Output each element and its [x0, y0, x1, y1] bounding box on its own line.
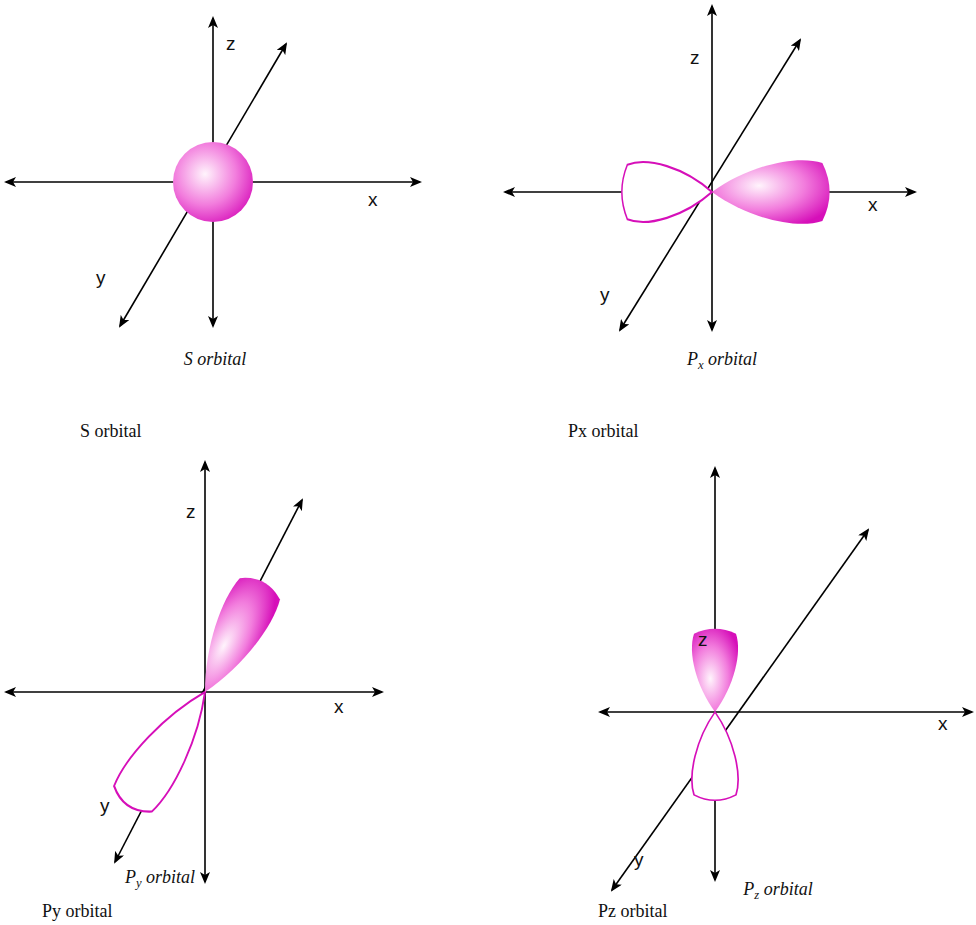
axis-label: x: [334, 697, 344, 718]
orbital-caption: S orbital: [184, 350, 247, 370]
orbital-caption: Px orbital: [687, 350, 757, 370]
axis-label: y: [600, 285, 610, 306]
axis-label: z: [698, 630, 708, 651]
axis-label: x: [868, 195, 878, 216]
axis-label: z: [226, 34, 236, 55]
orbital-caption: S orbital: [80, 422, 142, 442]
orbital-caption: Pz orbital: [743, 880, 812, 900]
axis-label: z: [186, 502, 196, 523]
axis-label: y: [634, 850, 644, 871]
axes: [6, 6, 972, 890]
orbital-caption: Pz orbital: [598, 902, 668, 922]
orbital-lobe: [108, 678, 226, 820]
axis-label: x: [368, 190, 378, 211]
orbital-lobe: [692, 712, 738, 800]
orbital-lobe: [183, 570, 286, 703]
orbital-caption: Py orbital: [42, 902, 113, 922]
s-orbital-sphere: [173, 142, 253, 222]
orbital-lobe: [622, 162, 712, 222]
orbital-caption: Px orbital: [568, 422, 639, 442]
orbital-lobe: [712, 160, 830, 224]
orbital-caption: Py orbital: [125, 868, 195, 888]
axis-label: z: [690, 48, 700, 69]
axis-label: y: [96, 268, 106, 289]
axis-label: y: [100, 796, 110, 817]
orbital-lobe: [692, 629, 738, 712]
axis-label: x: [938, 714, 948, 735]
